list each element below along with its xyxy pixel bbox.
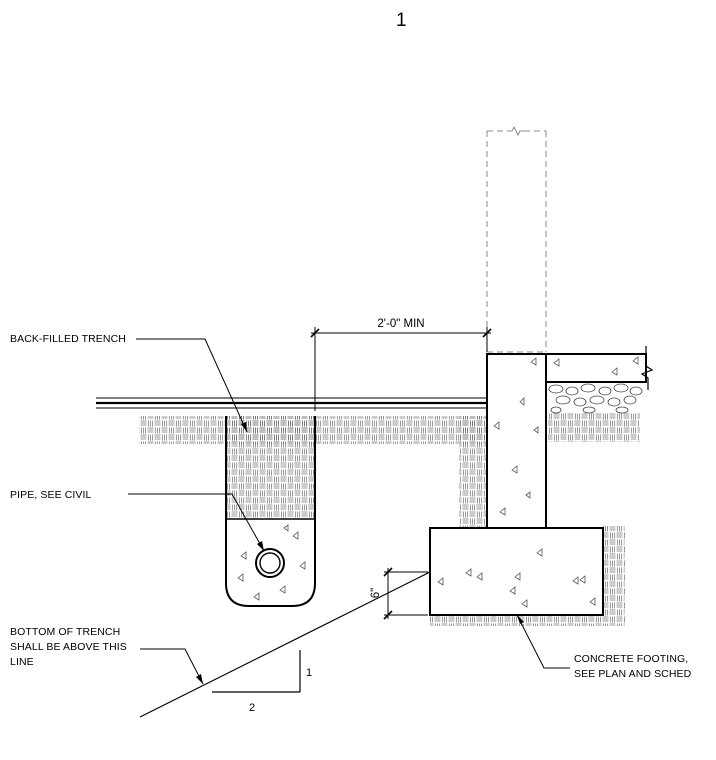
wall-above-dashed	[486, 130, 547, 353]
label-bottom-of-trench: BOTTOM OF TRENCH SHALL BE ABOVE THIS LIN…	[10, 625, 127, 670]
leaders	[128, 338, 570, 685]
leader-concrete-footing	[516, 614, 570, 669]
leader-bottom-of-trench	[140, 648, 204, 685]
slope-ratio-triangle	[212, 650, 301, 693]
label-concrete-footing-line-1: CONCRETE FOOTING,	[574, 653, 689, 665]
slope-line	[139, 571, 431, 718]
label-bottom-of-trench-line-3: LINE	[10, 656, 34, 668]
slope-run-text: 2	[249, 702, 255, 714]
label-concrete-footing: CONCRETE FOOTING, SEE PLAN AND SCHED	[574, 652, 691, 682]
leader-back-filled-trench	[136, 338, 248, 433]
back-filled-trench	[225, 416, 316, 607]
leader-pipe	[128, 493, 265, 552]
stem-wall	[486, 353, 547, 529]
label-pipe: PIPE, SEE CIVIL	[10, 489, 92, 501]
gravel-fill	[548, 383, 643, 414]
break-symbol	[508, 125, 524, 137]
trench-bedding	[237, 524, 306, 601]
slope-rise-text: 1	[306, 667, 312, 679]
dimension-footing-offset-text: 6"	[370, 588, 382, 598]
dimension-min-distance	[310, 327, 492, 411]
slab-on-grade	[545, 346, 654, 390]
label-bottom-of-trench-line-2: SHALL BE ABOVE THIS	[10, 641, 127, 653]
dimension-min-distance-text: 2'-0" MIN	[377, 318, 424, 330]
detail-number: 1	[396, 10, 407, 31]
label-back-filled-trench: BACK-FILLED TRENCH	[10, 333, 126, 345]
concrete-footing	[429, 527, 604, 616]
label-bottom-of-trench-line-1: BOTTOM OF TRENCH	[10, 626, 121, 638]
leader-arrowheads	[196, 422, 524, 684]
label-concrete-footing-line-2: SEE PLAN AND SCHED	[574, 668, 692, 680]
grade-line	[96, 397, 487, 409]
pipe-icon	[255, 548, 285, 578]
